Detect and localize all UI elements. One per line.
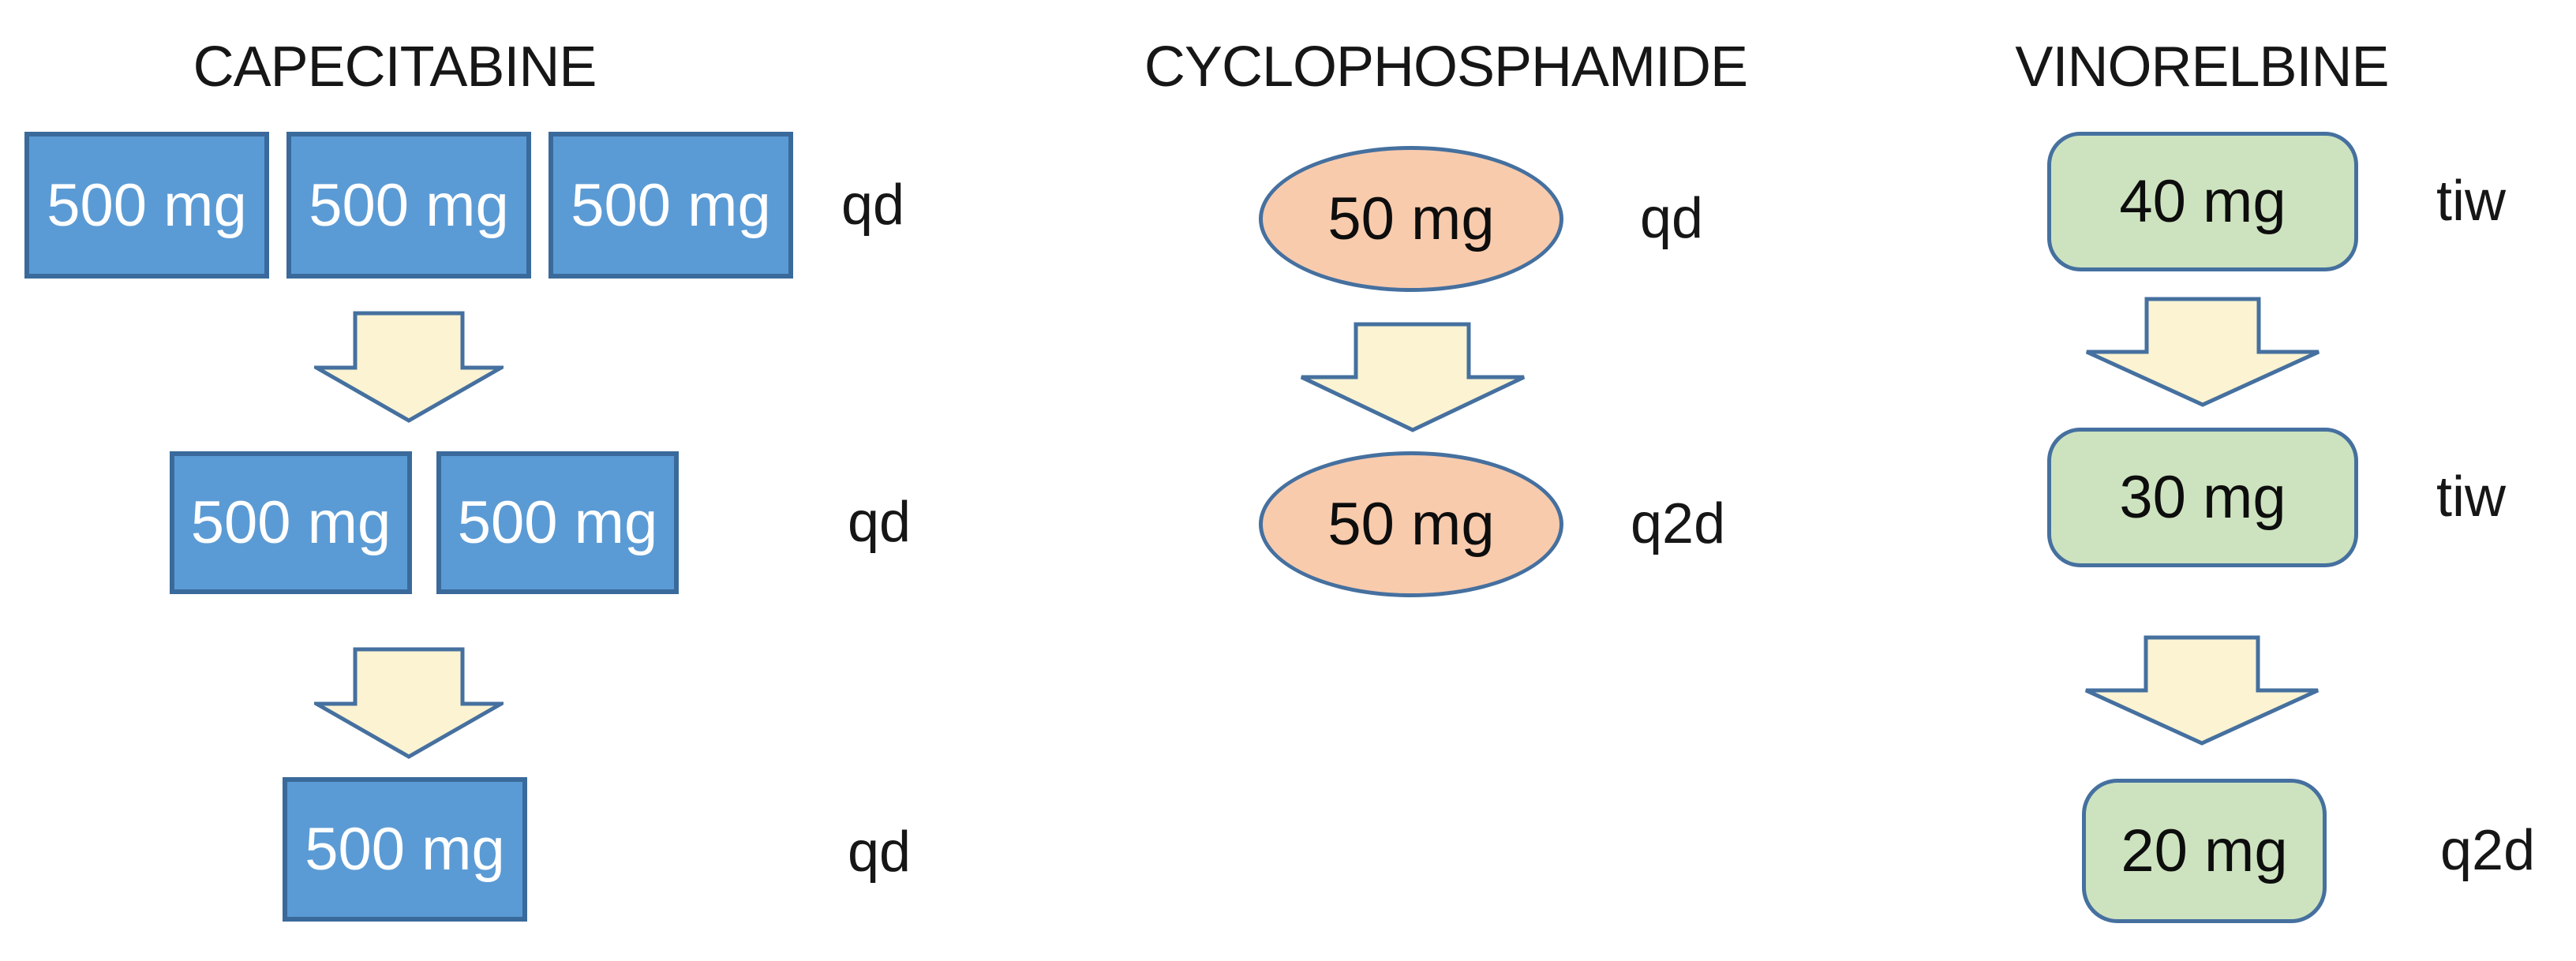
down-arrow-icon [314,311,504,423]
down-arrow-icon [2084,635,2320,746]
frequency-label: qd [848,491,912,554]
dose-text: 500 mg [309,171,509,239]
column-title-cyclophosphamide: CYCLOPHOSPHAMIDE [1144,36,1748,99]
frequency-label: tiw [2436,466,2506,529]
dose-text: 500 mg [190,489,391,556]
capecitabine-dose-box: 500 mg [170,451,412,594]
column-title-vinorelbine: VINORELBINE [2015,36,2389,99]
capecitabine-dose-box: 500 mg [283,777,527,922]
frequency-label: q2d [1631,492,1726,555]
dose-text: 500 mg [457,489,658,556]
capecitabine-dose-box: 500 mg [286,132,531,279]
frequency-label: qd [1640,187,1704,250]
dose-text: 500 mg [571,171,771,239]
vinorelbine-dose-box: 20 mg [2082,779,2327,923]
cyclophosphamide-dose-ellipse: 50 mg [1259,451,1563,597]
capecitabine-dose-box: 500 mg [24,132,269,279]
dose-text: 50 mg [1327,491,1495,558]
capecitabine-dose-box: 500 mg [549,132,793,279]
frequency-label: tiw [2436,170,2506,233]
dose-text: 30 mg [2119,464,2286,531]
capecitabine-dose-box: 500 mg [436,451,679,594]
frequency-label: qd [848,821,912,884]
down-arrow-icon [2084,297,2321,407]
dose-text: 500 mg [305,816,505,883]
frequency-label: q2d [2440,819,2536,882]
cyclophosphamide-dose-ellipse: 50 mg [1259,146,1563,292]
down-arrow-icon [1299,322,1526,432]
down-arrow-icon [314,647,504,759]
column-title-capecitabine: CAPECITABINE [193,36,597,99]
dose-text: 500 mg [47,171,247,239]
dose-text: 40 mg [2119,168,2286,235]
dose-text: 20 mg [2121,817,2288,884]
vinorelbine-dose-box: 40 mg [2047,132,2358,271]
vinorelbine-dose-box: 30 mg [2047,428,2358,567]
frequency-label: qd [841,174,905,237]
dose-text: 50 mg [1327,185,1495,252]
